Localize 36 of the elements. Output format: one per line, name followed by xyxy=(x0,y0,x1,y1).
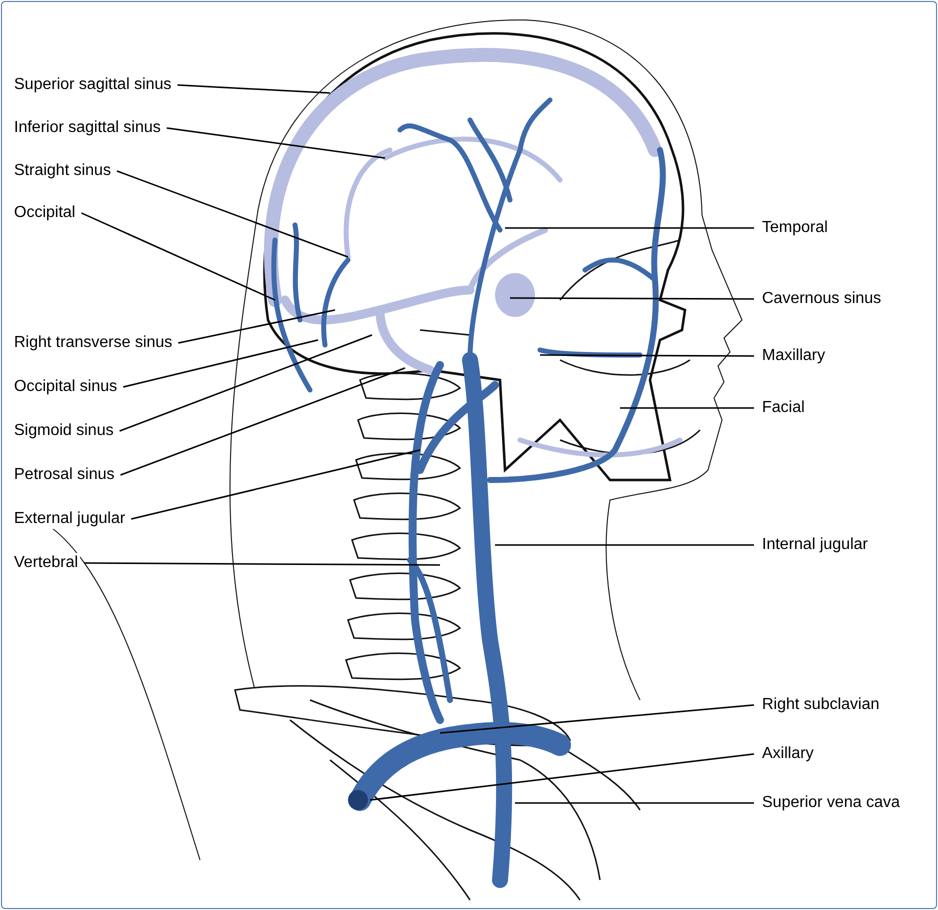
leader-line xyxy=(120,367,406,476)
label-text: Vertebral xyxy=(14,554,78,571)
leader-line xyxy=(440,704,754,734)
leader-line xyxy=(116,170,348,258)
label-text: Superior vena cava xyxy=(762,794,900,811)
label-text: Straight sinus xyxy=(14,162,111,179)
leader-line xyxy=(620,407,754,409)
leader-line xyxy=(131,449,420,520)
label-text: Axillary xyxy=(762,745,814,762)
leader-line xyxy=(119,334,372,432)
label-text: Petrosal sinus xyxy=(14,466,114,483)
label-text: Occipital sinus xyxy=(14,378,118,395)
leader-line xyxy=(540,354,754,357)
label-text: Maxillary xyxy=(762,347,826,364)
label-text: Occipital xyxy=(14,204,76,221)
label-text: Inferior sagittal sinus xyxy=(14,119,161,136)
label-text: Cavernous sinus xyxy=(762,290,882,307)
leader-line xyxy=(122,339,318,388)
leader-line xyxy=(505,227,754,229)
label-text: Facial xyxy=(762,399,805,416)
leader-line xyxy=(84,562,440,566)
label-text: Temporal xyxy=(762,219,828,236)
label-text: External jugular xyxy=(14,510,126,527)
leader-line xyxy=(166,127,386,159)
leader-line xyxy=(515,802,754,804)
label-text: Right subclavian xyxy=(762,696,880,713)
label-text: Sigmoid sinus xyxy=(14,422,114,439)
leader-line xyxy=(177,84,330,94)
label-text: Superior sagittal sinus xyxy=(14,76,172,93)
leader-line xyxy=(510,297,754,300)
label-text: Internal jugular xyxy=(762,536,868,553)
leader-line xyxy=(370,753,754,801)
leader-line xyxy=(178,309,336,344)
leader-line xyxy=(81,212,276,301)
label-text: Right transverse sinus xyxy=(14,334,172,351)
leader-line xyxy=(495,544,754,546)
